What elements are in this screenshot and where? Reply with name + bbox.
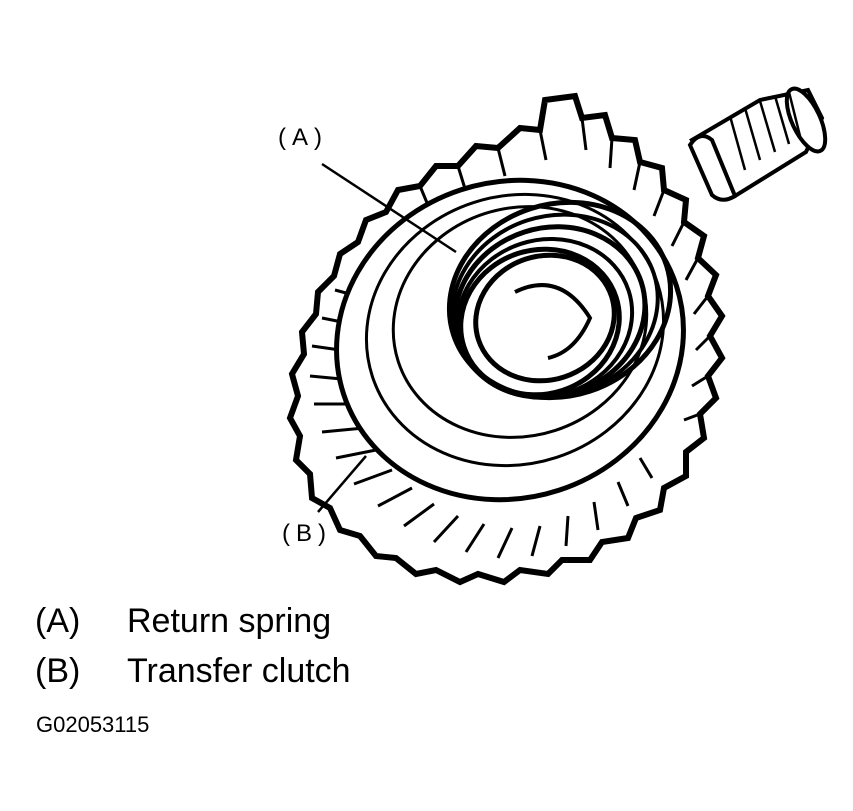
output-shaft bbox=[687, 86, 828, 202]
figure-id: G02053115 bbox=[36, 712, 150, 737]
legend-label-a: Return spring bbox=[127, 602, 332, 640]
return-spring bbox=[446, 199, 674, 401]
callout-a: (A) bbox=[278, 124, 328, 151]
legend-key-a: (A) bbox=[35, 602, 81, 640]
callout-b: (B) bbox=[282, 520, 332, 547]
legend-label-b: Transfer clutch bbox=[127, 652, 351, 690]
legend-row-b: (B) Transfer clutch bbox=[35, 652, 351, 691]
leader-lines bbox=[317, 162, 457, 513]
legend-row-a: (A) Return spring bbox=[35, 602, 331, 641]
hub-bore bbox=[473, 252, 617, 384]
legend-key-b: (B) bbox=[35, 652, 81, 690]
